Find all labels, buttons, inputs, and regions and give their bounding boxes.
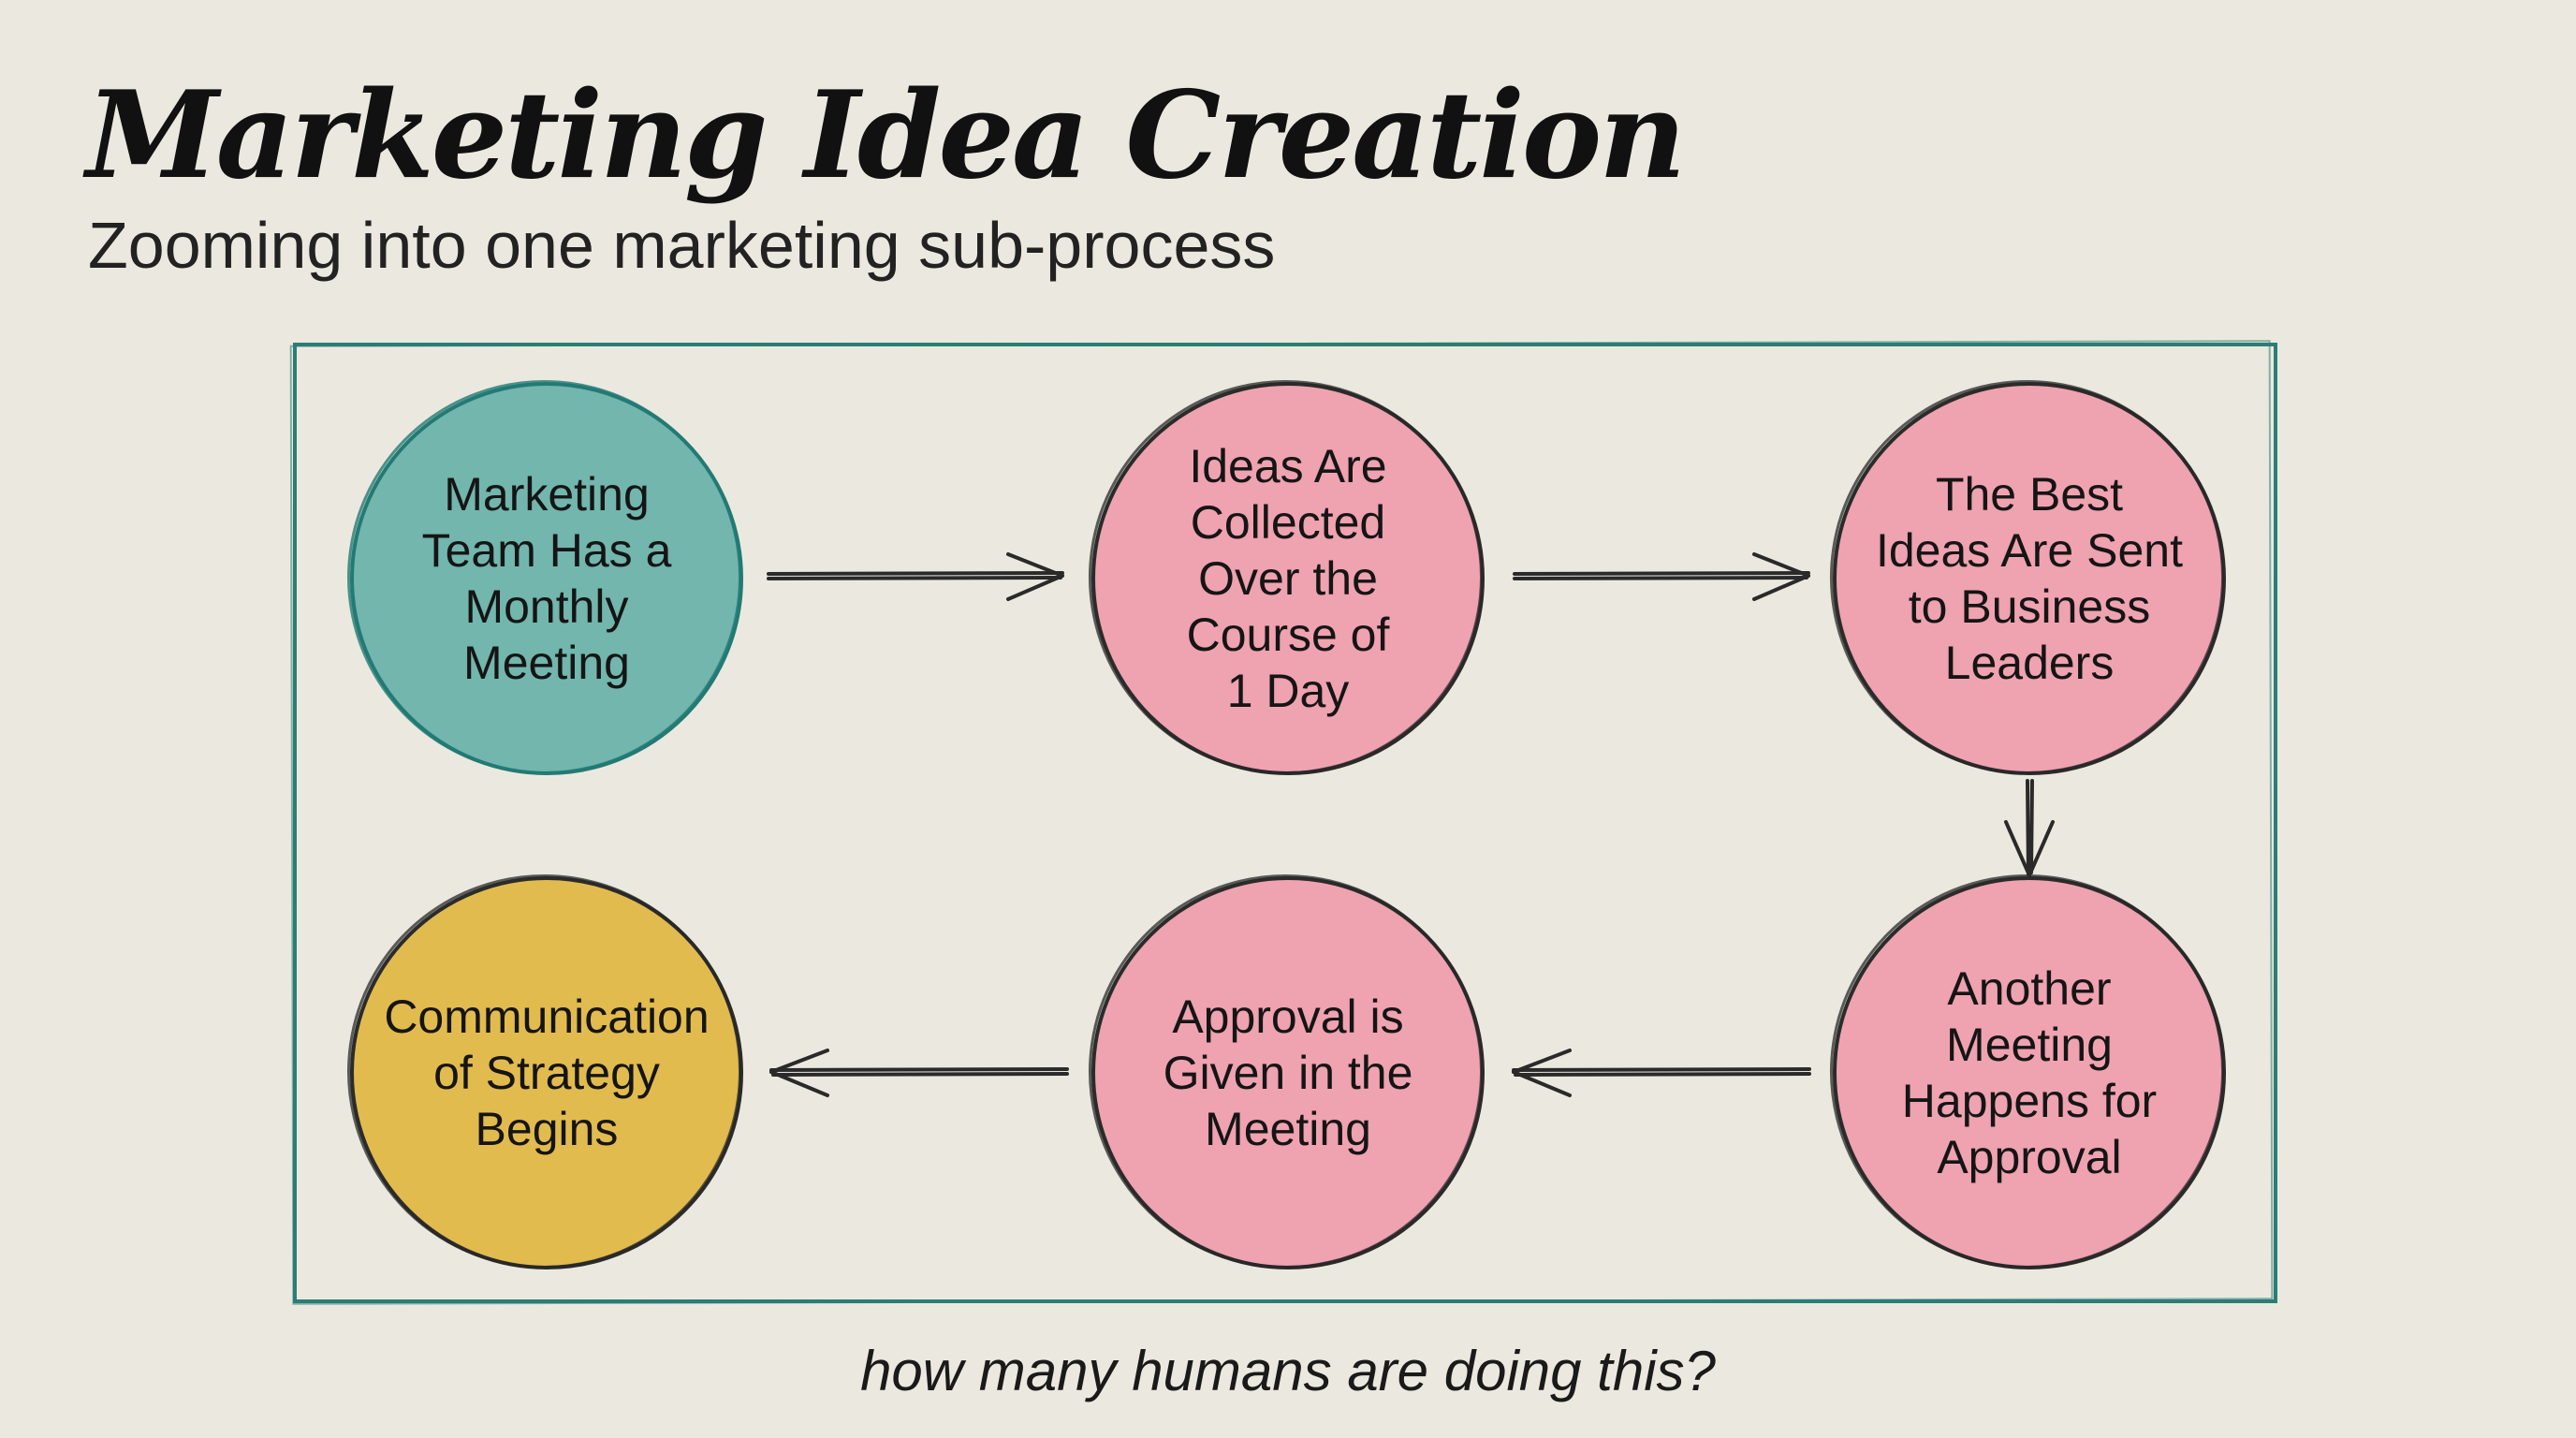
arrow-right-icon <box>1513 552 1810 601</box>
arrow-left-icon <box>1512 1049 1811 1097</box>
footer-question: how many humans are doing this? <box>860 1340 1716 1402</box>
node-label: Ideas Are Collected Over the Course of 1… <box>1186 440 1390 717</box>
node-label: Approval is Given in the Meeting <box>1163 990 1413 1155</box>
node-monthly-meeting: Marketing Team Has a Monthly Meeting <box>350 382 743 775</box>
arrow-right-icon <box>767 552 1064 601</box>
node-label: The Best Ideas Are Sent to Business Lead… <box>1875 468 2183 689</box>
node-approval-given: Approval is Given in the Meeting <box>1091 876 1485 1269</box>
node-label: Marketing Team Has a Monthly Meeting <box>421 468 672 689</box>
node-ideas-collected: Ideas Are Collected Over the Course of 1… <box>1091 382 1485 775</box>
node-communication-begins: Communication of Strategy Begins <box>350 876 743 1269</box>
node-another-meeting: Another Meeting Happens for Approval <box>1833 876 2226 1269</box>
node-best-ideas-sent: The Best Ideas Are Sent to Business Lead… <box>1833 382 2226 775</box>
arrow-down-icon <box>2004 779 2055 877</box>
page-title: Marketing Idea Creation <box>86 66 1686 206</box>
arrow-left-icon <box>769 1049 1069 1097</box>
page-subtitle: Zooming into one marketing sub-process <box>88 209 1276 282</box>
diagram-frame <box>293 343 2277 1303</box>
node-label: Another Meeting Happens for Approval <box>1901 962 2158 1183</box>
node-label: Communication of Strategy Begins <box>384 990 710 1155</box>
